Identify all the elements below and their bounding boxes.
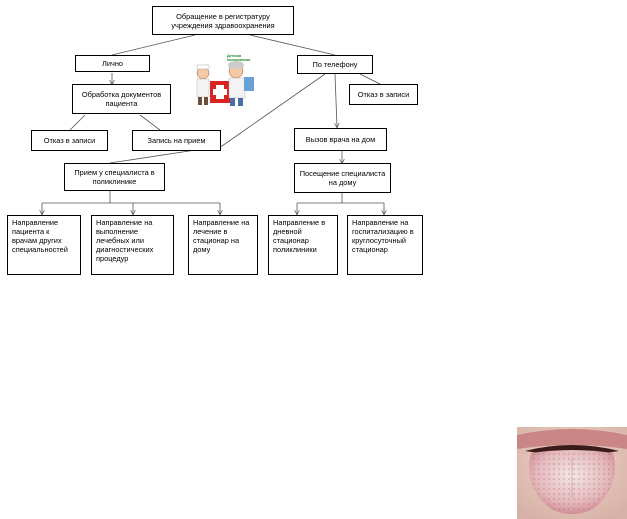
node-by-phone: По телефону [297, 55, 373, 74]
doctors-cartoon-icon [196, 61, 254, 106]
outcome-procedures: Направление на выполнение лечебных или д… [91, 215, 174, 275]
illustration-caption: Детская поликлиника [227, 54, 251, 62]
node-refusal-right: Отказ в записи [349, 84, 418, 105]
outcome-home-hospital: Направление на лечение в стационар на до… [188, 215, 258, 275]
node-doc-processing: Обработка документов пациента [72, 84, 171, 114]
node-in-person: Лично [75, 55, 150, 72]
node-appointment: Запись на прием [132, 130, 221, 151]
tongue-photo-icon [517, 427, 627, 519]
node-root: Обращение в регистратуру учреждения здра… [152, 6, 294, 35]
node-refusal-left: Отказ в записи [31, 130, 108, 151]
outcome-other-specialists: Направление пациента к врачам других спе… [7, 215, 81, 275]
node-home-visit: Посещение специалиста на дому [294, 163, 391, 193]
node-clinic-specialist: Прием у специалиста в поликлинике [64, 163, 165, 191]
outcome-day-hospital: Направление в дневной стационар поликлин… [268, 215, 338, 275]
outcome-hospitalization: Направление на госпитализацию в круглосу… [347, 215, 423, 275]
doctors-illustration: Детская поликлиника [192, 53, 258, 111]
tongue-photo [517, 427, 627, 519]
node-home-call: Вызов врача на дом [294, 128, 387, 151]
